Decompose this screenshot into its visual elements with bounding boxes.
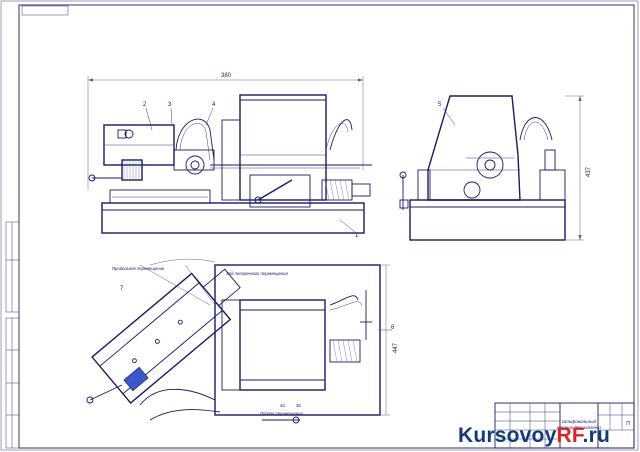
- watermark-part1: Kursovoy: [458, 424, 557, 447]
- dim-height: 437: [586, 166, 592, 177]
- dim-overall-length: 380: [221, 73, 232, 79]
- drawing-border: [18, 4, 635, 449]
- title-name-line1: Шлифовальный: [562, 418, 597, 424]
- annotation-cross-feed: Ход поперечного перемещения: [225, 271, 288, 276]
- annotation-feed-label: Подача перемещения: [260, 411, 303, 416]
- dim-plan-width: 447: [393, 342, 399, 353]
- watermark-part3: .ru: [582, 424, 610, 447]
- watermark-part2: RF: [556, 424, 583, 447]
- position-label-2: 2: [143, 102, 147, 108]
- position-label-7: 7: [120, 286, 124, 292]
- watermark-logo: KursovoyRF.ru: [458, 424, 610, 448]
- side-view: [399, 95, 584, 241]
- position-label-4: 4: [212, 102, 216, 108]
- title-block: [494, 402, 635, 449]
- annotation-dim-a: 43: [280, 403, 285, 408]
- annotation-longitudinal-feed: Продольное перемещение: [112, 266, 165, 271]
- position-label-3: 3: [168, 102, 172, 108]
- plan-view: [86, 258, 392, 424]
- annotation-dim-b: 35: [296, 403, 301, 408]
- title-sheet-mark: П: [626, 421, 630, 427]
- top-left-stamp: [21, 5, 69, 16]
- front-view: [87, 76, 372, 234]
- position-label-5: 5: [438, 102, 442, 108]
- left-side-strips: [5, 221, 20, 449]
- position-label-1: 1: [355, 233, 359, 239]
- position-label-6: 6: [391, 325, 395, 331]
- title-name-line2: станок для заточки: [557, 425, 601, 430]
